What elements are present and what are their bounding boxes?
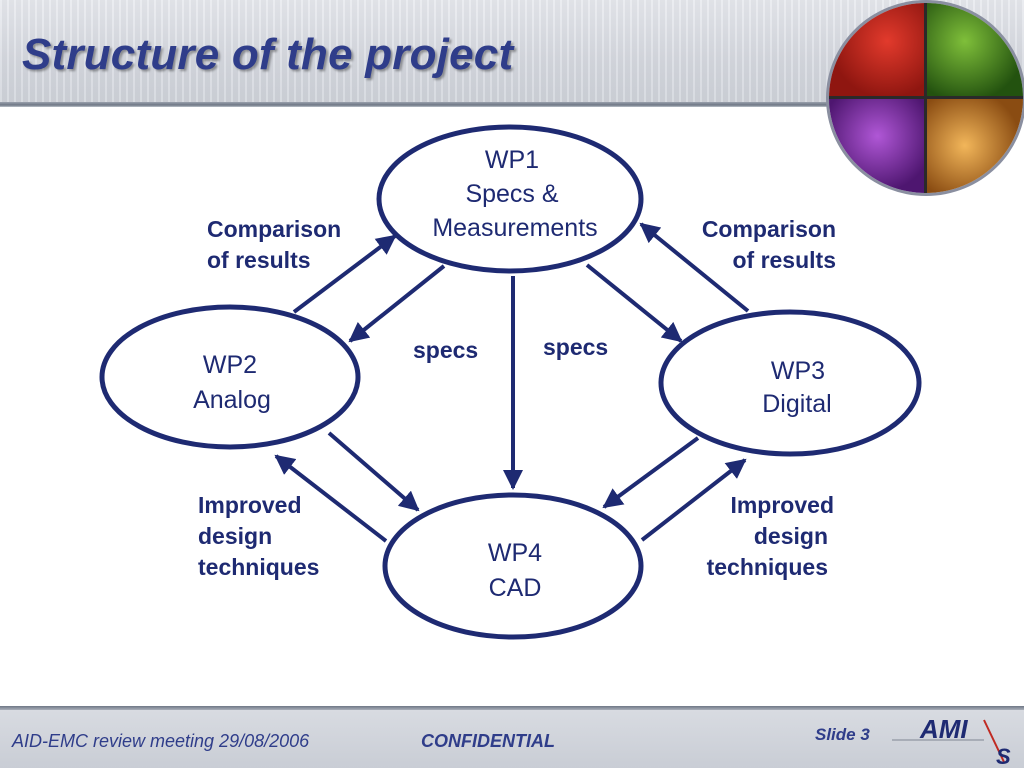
- header-photo-collage: [826, 0, 1024, 196]
- node-wp2-label-1: WP2: [203, 351, 257, 379]
- node-wp1-ellipse: [376, 124, 644, 274]
- collage-purple-image: [829, 98, 926, 193]
- footer-divider: [0, 706, 1024, 710]
- footer-meeting-info: AID-EMC review meeting 29/08/2006: [12, 731, 310, 751]
- label-improved-right-1: Improved: [730, 492, 834, 518]
- collage-green-image: [926, 3, 1023, 98]
- node-wp1-label-1: WP1: [485, 146, 539, 174]
- header-divider: [0, 102, 1024, 107]
- node-wp4-label-2: CAD: [489, 574, 542, 602]
- arrow-wp1-to-wp3: [585, 263, 683, 343]
- node-wp2-label-2: Analog: [193, 386, 271, 414]
- arrow-wp3-to-wp1: [639, 222, 750, 313]
- label-comparison-right-1: Comparison: [702, 216, 836, 242]
- footer-slide-number: Slide 3: [815, 725, 870, 744]
- collage-chip-image: [829, 3, 926, 98]
- node-wp4-label-1: WP4: [488, 539, 542, 567]
- logo-s-text: S: [996, 744, 1011, 766]
- node-wp1-label-3: Measurements: [432, 214, 597, 242]
- node-wp4: WP4 CAD: [382, 492, 644, 640]
- label-comparison-right-2: of results: [732, 247, 836, 273]
- node-wp3: WP3 Digital: [658, 309, 922, 457]
- arrow-wp2-to-wp4: [327, 431, 420, 512]
- node-wp3-ellipse: [658, 309, 922, 457]
- node-wp1-label-2: Specs &: [465, 180, 558, 208]
- label-improved-left-3: techniques: [198, 554, 319, 580]
- footer-band: [0, 706, 1024, 768]
- logo-slash: [983, 719, 1005, 763]
- arrow-wp2-to-wp1: [292, 234, 397, 314]
- logo-ami-text: AMI: [919, 714, 968, 744]
- label-specs-left: specs: [413, 337, 478, 363]
- arrow-wp3-to-wp4: [602, 436, 700, 509]
- diagram-arrows: [274, 222, 750, 543]
- label-improved-left-1: Improved: [198, 492, 302, 518]
- arrow-wp1-to-wp2: [348, 264, 446, 343]
- footer-confidential: CONFIDENTIAL: [421, 731, 555, 751]
- node-wp1: WP1 Specs & Measurements: [376, 124, 644, 274]
- label-comparison-left-2: of results: [207, 247, 311, 273]
- label-specs-right: specs: [543, 334, 608, 360]
- node-wp3-label-1: WP3: [771, 357, 825, 385]
- slide-title: Structure of the project: [22, 30, 514, 79]
- collage-divider-v: [924, 3, 928, 193]
- label-comparison-left-1: Comparison: [207, 216, 341, 242]
- label-improved-right-2: design: [754, 523, 828, 549]
- label-improved-right-3: techniques: [707, 554, 828, 580]
- amis-logo: AMI S: [892, 714, 1011, 766]
- label-improved-left-2: design: [198, 523, 272, 549]
- node-wp2: WP2 Analog: [99, 304, 361, 450]
- collage-car-image: [926, 98, 1023, 193]
- node-wp4-ellipse: [382, 492, 644, 640]
- node-wp3-label-2: Digital: [762, 390, 831, 418]
- node-wp2-ellipse: [99, 304, 361, 450]
- arrow-wp4-to-wp2: [274, 454, 388, 543]
- arrow-wp4-to-wp3: [640, 458, 747, 542]
